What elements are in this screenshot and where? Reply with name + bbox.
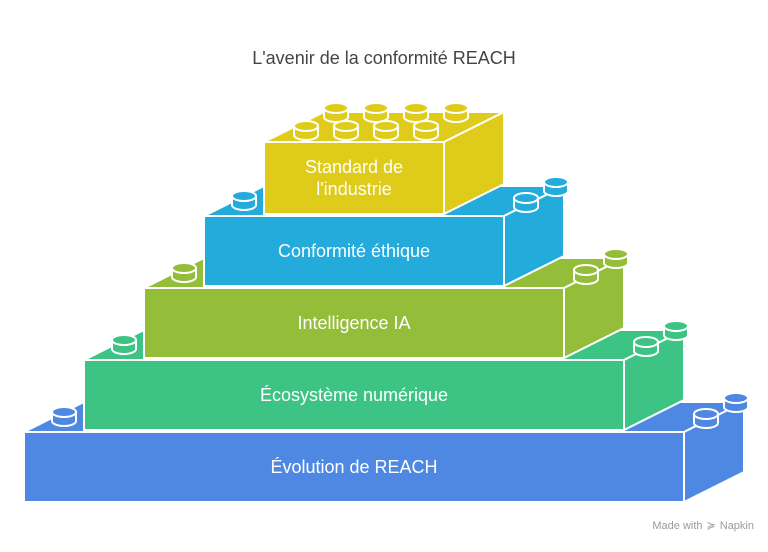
- stud-icon: [111, 334, 137, 355]
- footer-prefix: Made with: [652, 519, 703, 532]
- block-front-face: [203, 215, 505, 287]
- block-label: Standard de: [305, 157, 403, 177]
- stud-icon: [543, 176, 569, 197]
- stud-icon: [51, 406, 77, 427]
- stud-icon: [413, 120, 439, 141]
- stud-icon: [513, 192, 539, 213]
- stud-icon: [723, 392, 749, 413]
- stud-icon: [363, 102, 389, 123]
- block-label: Écosystème numérique: [260, 385, 448, 405]
- stud-icon: [663, 320, 689, 341]
- block-front-face: [263, 141, 445, 215]
- stud-icon: [573, 264, 599, 285]
- stud-icon: [443, 102, 469, 123]
- block-front-face: [23, 431, 685, 503]
- stud-icon: [293, 120, 319, 141]
- stud-icon: [231, 190, 257, 211]
- napkin-logo-icon: ≽: [706, 520, 716, 532]
- stud-icon: [693, 408, 719, 429]
- footer-brand: Napkin: [719, 519, 754, 532]
- stud-icon: [333, 120, 359, 141]
- block-label: Évolution de REACH: [270, 457, 437, 477]
- block-standard-industrie: Standard del'industrie: [263, 102, 505, 216]
- block-front-face: [143, 287, 565, 359]
- stud-icon: [603, 248, 629, 269]
- stud-icon: [171, 262, 197, 283]
- block-label: Intelligence IA: [297, 313, 410, 333]
- block-label: l'industrie: [316, 179, 391, 199]
- block-front-face: [83, 359, 625, 431]
- stud-icon: [403, 102, 429, 123]
- stud-icon: [373, 120, 399, 141]
- stud-icon: [633, 336, 659, 357]
- stud-icon: [323, 102, 349, 123]
- block-label: Conformité éthique: [278, 241, 430, 261]
- footer-attribution: Made with ≽ Napkin: [652, 519, 754, 533]
- diagram-title: L'avenir de la conformité REACH: [252, 48, 516, 68]
